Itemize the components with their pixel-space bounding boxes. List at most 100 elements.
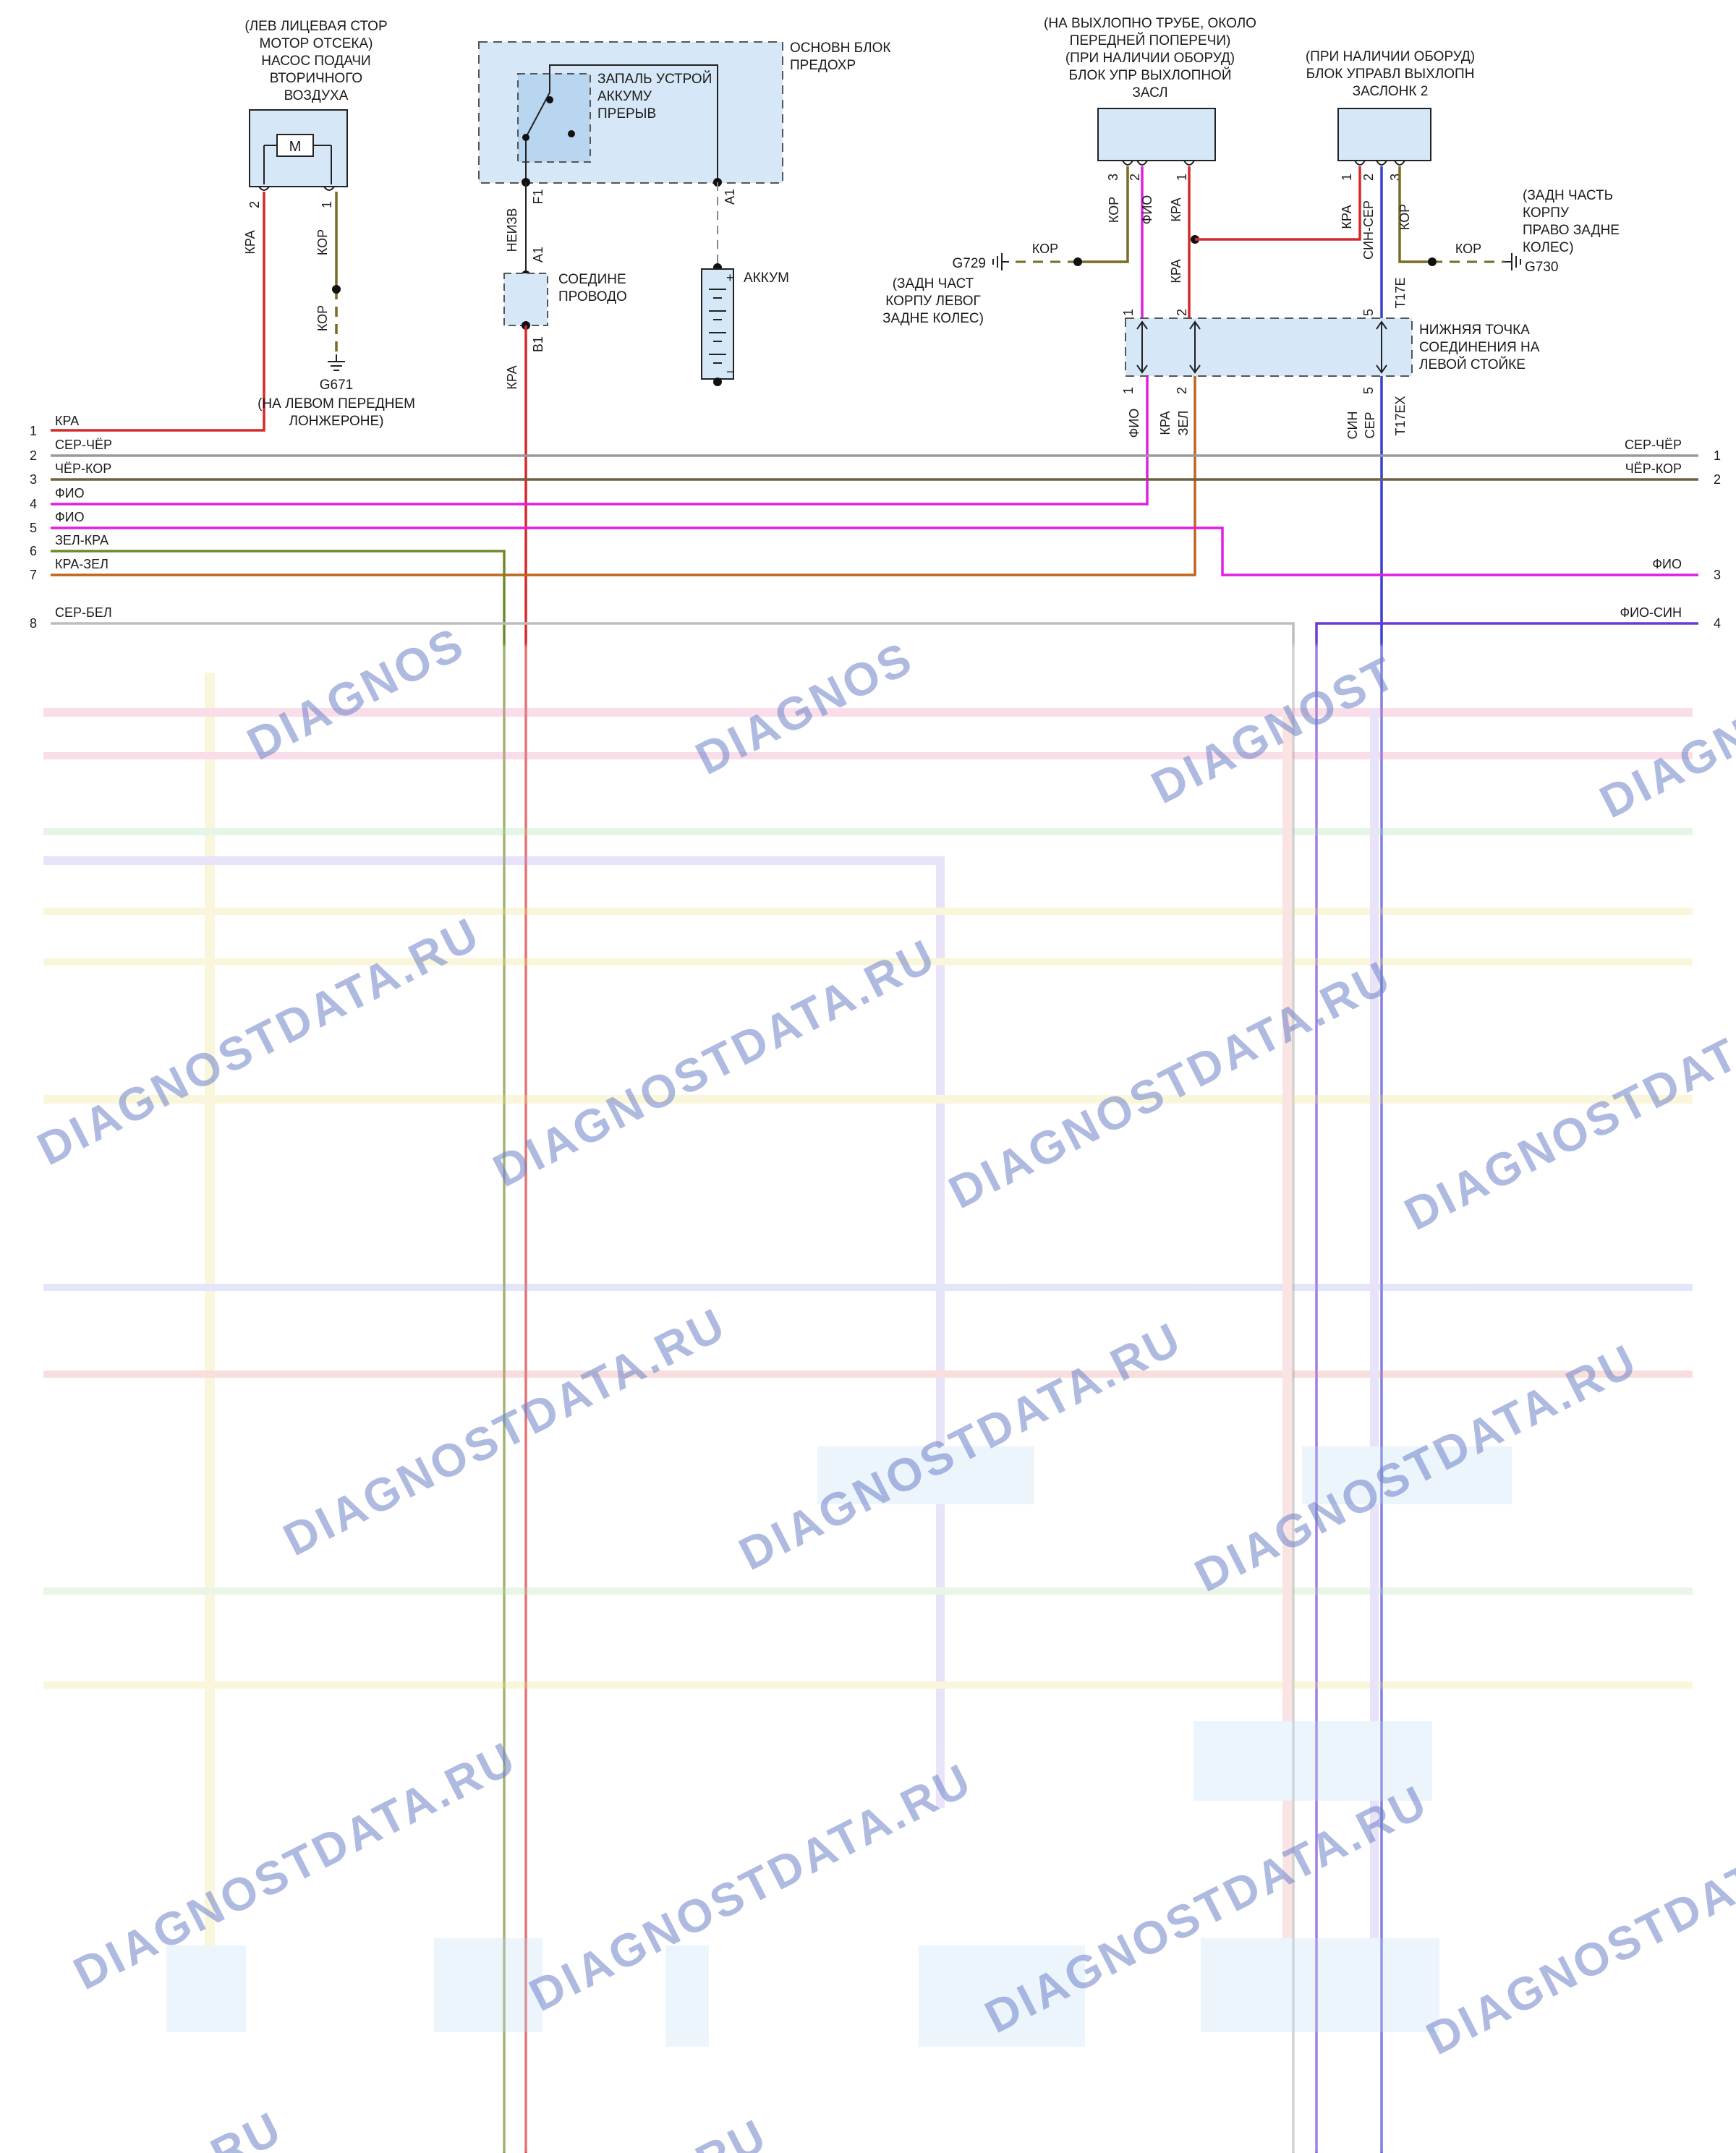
fuse-pin-f1: F1 — [531, 189, 545, 204]
fuse-pin-a1: A1 — [723, 189, 737, 205]
junction-bottom-id: T17EX — [1393, 396, 1408, 435]
bus-num: 8 — [30, 616, 37, 631]
right-bus-labels: СЕР-ЧЁР 1 ЧЁР-КОР 2 ФИО 3 ФИО-СИН 4 — [1620, 438, 1721, 631]
ground-icon — [1505, 253, 1520, 270]
junction-bottom-pin: 2 — [1175, 387, 1189, 394]
air-pump-caption-line: ВОЗДУХА — [284, 88, 349, 103]
flap1-caption-line: БЛОК УПР ВЫХЛОПНОЙ — [1069, 67, 1232, 83]
splice-dot — [332, 285, 341, 294]
connector-caption: ПРОВОДО — [558, 289, 627, 304]
breaker-caption: ПРЕРЫВ — [597, 106, 656, 121]
junction-top-pin: 1 — [1121, 309, 1136, 316]
splice-dot — [1428, 257, 1437, 266]
fuse-block-caption: ПРЕДОХР — [790, 58, 856, 73]
connector-pin-a1: A1 — [531, 247, 545, 263]
bus-num: 1 — [1714, 448, 1721, 463]
wire-label: КОР — [1032, 242, 1058, 256]
connector-caption: СОЕДИНЕ — [558, 272, 626, 287]
ground-g671-caption: ЛОНЖЕРОНЕ) — [289, 414, 384, 429]
bus-label: СЕР-БЕЛ — [55, 605, 112, 620]
flap2-caption: (ПРИ НАЛИЧИИ ОБОРУД) — [1306, 49, 1475, 64]
splice-dot — [1073, 257, 1082, 266]
bus-num: 3 — [30, 472, 37, 487]
flap1-caption-line: ПЕРЕДНЕЙ ПОПЕРЕЧИ) — [1070, 33, 1231, 48]
wire-label: КОР — [315, 305, 330, 331]
wire-label: ЗЕЛ — [1176, 411, 1191, 436]
flap1-box — [1098, 108, 1215, 161]
ground-g729-caption: КОРПУ ЛЕВОГ — [885, 294, 981, 309]
wire-label: КРА — [505, 365, 519, 389]
motor-symbol: M — [289, 139, 302, 155]
ground-g729-caption: (ЗАДН ЧАСТ — [893, 276, 974, 291]
wire-label: КОР — [1455, 242, 1481, 256]
air-pump-caption-line: ВТОРИЧНОГО — [270, 71, 362, 86]
flap1-caption-line: (ПРИ НАЛИЧИИ ОБОРУД) — [1065, 51, 1235, 66]
bus-label: ЧЁР-КОР — [55, 461, 111, 476]
bus-num: 4 — [1714, 616, 1721, 631]
breaker-caption: АККУМУ — [597, 89, 652, 104]
wire-label: СИН-СЕР — [1361, 200, 1376, 260]
bus-num: 6 — [30, 544, 37, 558]
breaker-box — [518, 74, 590, 162]
ground-g730-caption: ПРАВО ЗАДНЕ — [1523, 223, 1620, 238]
bus-label: СЕР-ЧЁР — [55, 438, 112, 452]
flap1-pin-3: 3 — [1106, 174, 1120, 181]
pump-feed-wire — [51, 192, 264, 430]
ground-g730-caption: КОЛЕС) — [1523, 240, 1574, 255]
connector-pin-b1: B1 — [531, 336, 545, 352]
flap1-caption-line: ЗАСЛ — [1132, 85, 1167, 101]
wire-label: КРА — [1169, 259, 1183, 283]
ground-g729-caption: ЗАДНЕ КОЛЕС) — [882, 311, 984, 326]
ground-g671-caption: (НА ЛЕВОМ ПЕРЕДНЕМ — [258, 396, 415, 412]
bus-num: 3 — [1714, 568, 1721, 582]
flap1-pin-2: 2 — [1128, 174, 1142, 181]
flap2-power-wire — [1195, 166, 1360, 239]
lower-junction-caption: ЛЕВОЙ СТОЙКЕ — [1419, 357, 1526, 372]
bus-label: КРА-ЗЕЛ — [55, 557, 109, 571]
junction-violet-wire — [51, 376, 1147, 504]
bus-label: ФИО — [55, 486, 85, 500]
junction-bottom-pin: 1 — [1121, 387, 1136, 394]
bus-num: 1 — [30, 424, 37, 438]
bus-label: ФИО — [55, 510, 85, 524]
bus-label: ЧЁР-КОР — [1625, 461, 1682, 476]
breaker-caption: ЗАПАЛЬ УСТРОЙ — [597, 71, 712, 87]
ground-g730-caption: (ЗАДН ЧАСТЬ — [1523, 188, 1613, 203]
junction-top-pin: 5 — [1361, 309, 1376, 316]
flap2-caption: ЗАСЛОНК 2 — [1353, 84, 1429, 99]
air-pump-caption-line: МОТОР ОТСЕКА) — [260, 36, 373, 51]
flap2-pin-1: 1 — [1340, 174, 1354, 181]
blurred-region — [0, 645, 1736, 2153]
wire-label: СЕР — [1363, 412, 1377, 438]
junction-brown-wire — [51, 376, 1195, 575]
ground-icon — [328, 354, 345, 370]
ground-g730-id: G730 — [1525, 260, 1558, 275]
junction-top-id: T17E — [1393, 277, 1408, 308]
wire-label: КРА — [243, 230, 258, 254]
flap1-caption-line: (НА ВЫХЛОПНО ТРУБЕ, ОКОЛО — [1044, 16, 1256, 31]
bus-num: 4 — [30, 497, 37, 511]
wire-label: ФИО — [1127, 409, 1141, 438]
battery-caption: АККУМ — [744, 270, 789, 286]
bus-num: 2 — [30, 448, 37, 463]
wire-label: КОР — [1107, 197, 1121, 223]
ground-g671-id: G671 — [320, 378, 353, 393]
bus-label: ЗЕЛ-КРА — [55, 533, 109, 547]
flap1-caption: (НА ВЫХЛОПНО ТРУБЕ, ОКОЛО ПЕРЕДНЕЙ ПОПЕР… — [1044, 16, 1256, 101]
wire-label: КРА — [1169, 197, 1183, 221]
bus-label: СЕР-ЧЁР — [1625, 438, 1682, 452]
flap1-pin-1: 1 — [1175, 174, 1189, 181]
pump-pin-1: 1 — [320, 201, 334, 208]
junction-top-pin: 2 — [1175, 309, 1189, 316]
ground-g729-id: G729 — [953, 256, 986, 271]
flap2-pin-2: 2 — [1361, 174, 1376, 181]
wire-label: КРА — [1158, 411, 1173, 435]
bus-label: ФИО — [1652, 557, 1682, 571]
wire-label: КРА — [1340, 205, 1354, 229]
wire-label: НЕИЗВ — [505, 208, 519, 252]
junction-bottom-pin: 5 — [1361, 387, 1376, 394]
battery-plus: + — [726, 270, 734, 285]
fuse-block-caption: ОСНОВН БЛОК — [790, 40, 890, 56]
flap2-caption: БЛОК УПРАВЛ ВЫХЛОПН — [1306, 67, 1475, 82]
